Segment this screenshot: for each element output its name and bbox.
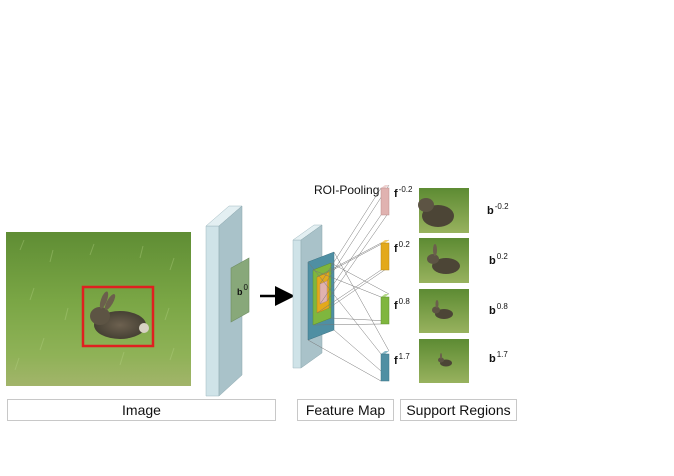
caption-support-regions: Support Regions <box>400 399 517 421</box>
feature-label-2: f0.2 <box>394 240 410 255</box>
pooled-feature-blocks <box>380 185 390 382</box>
projection-lines <box>307 184 390 382</box>
support-thumb-4 <box>419 339 469 383</box>
feature-block-f-neg0.2 <box>380 185 390 216</box>
backbone-slab <box>205 205 250 397</box>
support-thumb-2 <box>419 238 469 283</box>
feature-label-3: f0.8 <box>394 297 410 312</box>
support-region-thumbnails <box>418 188 469 383</box>
support-thumb-3 <box>419 289 469 333</box>
support-region-label-3: b0.8 <box>489 302 508 317</box>
box-label: b0 <box>237 283 248 297</box>
caption-feature-map: Feature Map <box>297 399 394 421</box>
input-image <box>6 232 191 386</box>
rabbit <box>90 291 149 339</box>
feature-block-f-1.7 <box>380 351 390 382</box>
caption-image: Image <box>7 399 276 421</box>
feature-block-f-0.2 <box>380 240 390 271</box>
feature-label-1: f-0.2 <box>394 185 413 200</box>
bounding-box <box>81 285 155 348</box>
roi-pooling-label: ROI-Pooling <box>314 183 380 197</box>
support-region-label-1: b-0.2 <box>487 202 509 217</box>
feature-map-slab <box>292 224 335 369</box>
feature-block-f-0.8 <box>380 294 390 325</box>
support-thumb-1 <box>418 188 469 233</box>
feature-label-4: f1.7 <box>394 352 410 367</box>
support-region-label-2: b0.2 <box>489 252 508 267</box>
support-region-label-4: b1.7 <box>489 350 508 365</box>
